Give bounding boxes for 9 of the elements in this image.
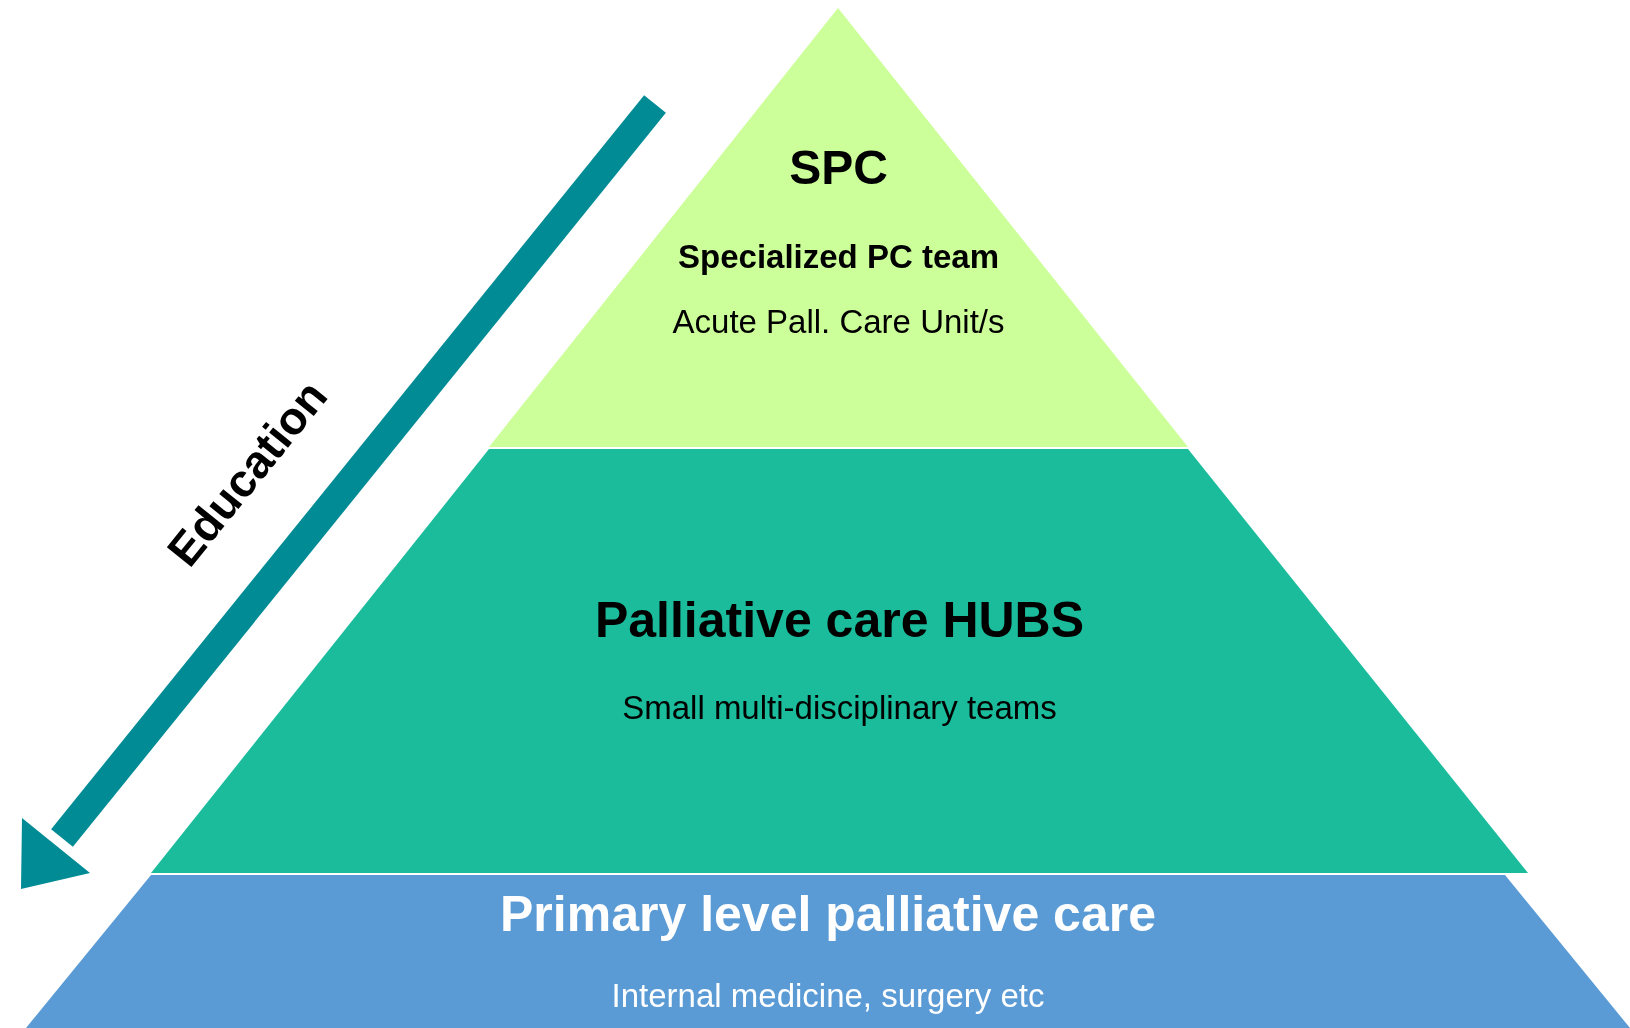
tier-text: SPC <box>789 140 888 196</box>
tier-text: Specialized PC team <box>678 237 999 277</box>
tier-text: Acute Pall. Care Unit/s <box>672 302 1005 342</box>
tier-text: Small multi-disciplinary teams <box>622 688 1057 728</box>
tier-text: Palliative care HUBS <box>594 591 1085 650</box>
tier-text: Primary level palliative care <box>500 885 1156 944</box>
pyramid-tier <box>489 8 1188 447</box>
tier-text: Internal medicine, surgery etc <box>611 976 1045 1016</box>
pyramid-tier <box>26 875 1630 1028</box>
